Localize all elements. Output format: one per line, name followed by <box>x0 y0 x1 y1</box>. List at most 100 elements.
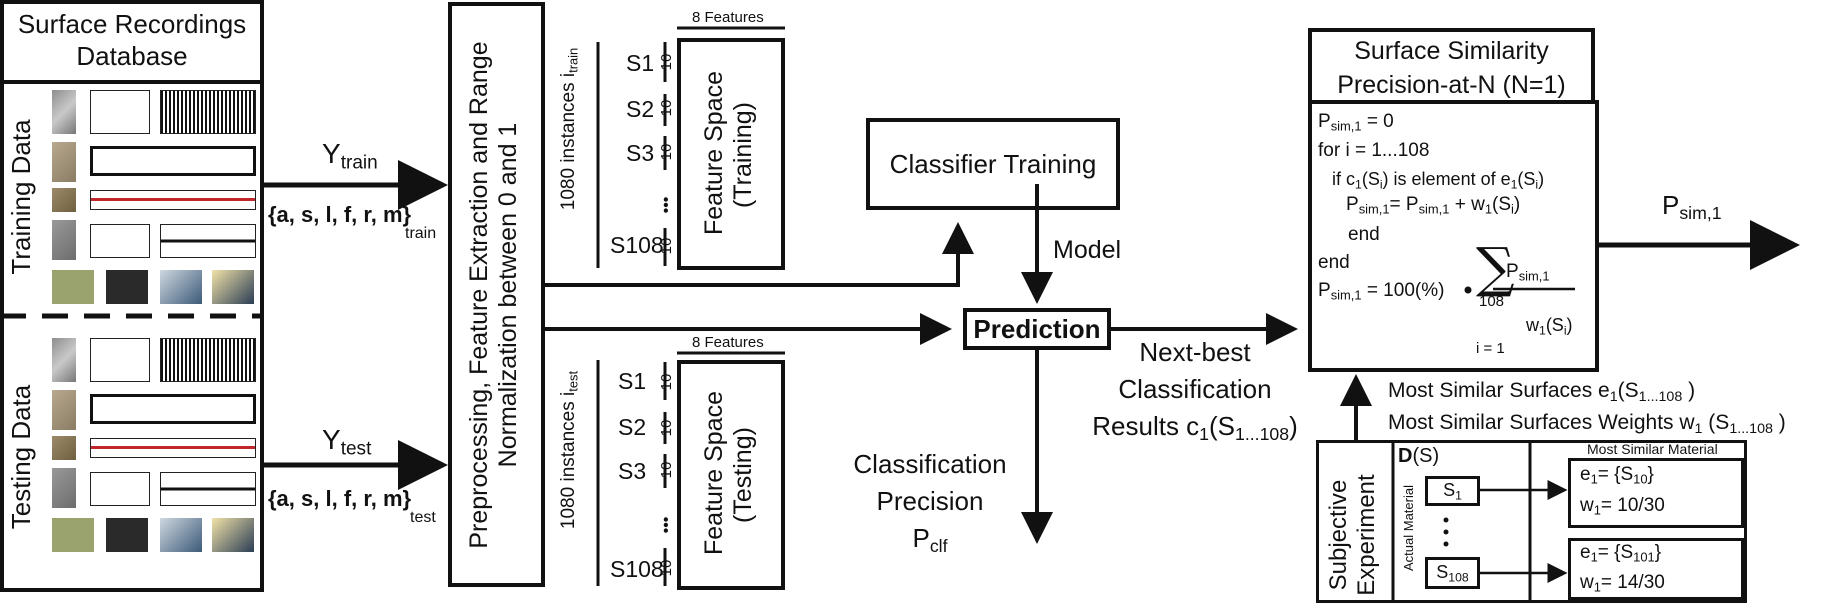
surface-image <box>52 390 76 430</box>
sum-term: w1(Si) <box>1526 315 1573 338</box>
sum-lower-limit: i = 1 <box>1476 340 1505 357</box>
most-similar-surfaces-label: Most Similar Surfaces e1(S1...108 ) <box>1388 379 1696 405</box>
ellipsis: ••• <box>658 196 675 214</box>
vertical-dots <box>1443 517 1449 547</box>
signal-plot <box>90 224 150 258</box>
subjective-experiment-table <box>1316 440 1747 603</box>
train-modalities: {a, s, l, f, r, m} <box>268 202 412 227</box>
surface-s1: S1 <box>626 50 655 76</box>
algorithm-line-if: if c1(Si) is element of e1(Si) <box>1332 169 1545 192</box>
actual-surface-s108 <box>1425 557 1480 589</box>
row108-e1: e1= {S101} <box>1580 542 1662 565</box>
database-panel <box>0 0 264 592</box>
classifier-training-label: Classifier Training <box>889 149 1097 179</box>
count-10: 10 <box>658 373 675 391</box>
preprocessing-box <box>448 2 545 587</box>
material-photo <box>52 518 94 552</box>
similarity-algorithm-box <box>1308 100 1599 372</box>
surface-image <box>52 220 76 260</box>
surface-s108: S108 <box>610 232 664 258</box>
test-modalities: {a, s, l, f, r, m} <box>268 486 412 511</box>
fraction-numerator: Psim,1 <box>1506 261 1550 284</box>
row1-w1: w1= 10/30 <box>1580 495 1665 518</box>
surface-image <box>52 338 76 382</box>
count-10: 10 <box>658 53 675 71</box>
ellipsis: ••• <box>658 516 675 534</box>
material-photo <box>212 518 254 552</box>
d-of-s-label: D(S) <box>1398 445 1440 467</box>
material-photo <box>106 270 148 304</box>
feature-space-training-box <box>677 38 785 270</box>
count-10: 10 <box>658 143 675 161</box>
count-10: 10 <box>658 237 675 255</box>
signal-plot <box>160 338 256 382</box>
row1-e1: e1= {S10} <box>1580 464 1654 487</box>
y-test-label: Ytest <box>322 424 372 460</box>
classifier-training-box <box>866 118 1120 210</box>
testing-instances-label: 1080 instances itest <box>558 370 581 530</box>
feature-space-testing-box <box>677 360 785 590</box>
testing-data-label: Testing Data <box>6 384 36 530</box>
output-psim: Psim,1 <box>1662 190 1722 223</box>
signal-plot <box>160 472 256 506</box>
surface-image <box>52 436 76 460</box>
most-similar-weights-label: Most Similar Surfaces Weights w1 (S1...1… <box>1388 411 1786 437</box>
training-data-label: Training Data <box>6 119 36 275</box>
algorithm-line-init: Psim,1 = 0 <box>1318 111 1394 134</box>
most-similar-row-108 <box>1568 538 1744 600</box>
testing-features-label: 8 Features <box>692 334 764 351</box>
arrow-to-classifier-training <box>545 222 974 287</box>
algorithm-line-for: for i = 1...108 <box>1318 140 1430 161</box>
surface-image <box>52 142 76 182</box>
signal-plot <box>90 472 150 506</box>
signal-plot <box>160 90 256 134</box>
count-10: 10 <box>658 419 675 437</box>
algorithm-line-result: Psim,1 = 100(%) <box>1318 280 1445 303</box>
actual-material-label: Actual Material <box>1401 485 1416 571</box>
model-label: Model <box>1053 236 1122 264</box>
row108-w1: w1= 14/30 <box>1580 572 1665 595</box>
training-instances-label: 1080 instances itrain <box>558 47 581 211</box>
preprocessing-label: Preprocessing, Feature Extraction and Ra… <box>465 41 522 549</box>
material-photo <box>160 270 202 304</box>
surface-image <box>52 90 76 134</box>
surface-image <box>52 188 76 212</box>
actual-surface-s1-label: S1 <box>1443 480 1462 503</box>
y-train-label: Ytrain <box>322 138 378 174</box>
surface-s1: S1 <box>618 368 647 394</box>
next-best-results-label: Next-best Classification Results c1(S1..… <box>1092 337 1298 444</box>
algorithm-line-end-for: end <box>1318 252 1350 273</box>
material-photo <box>52 270 94 304</box>
prediction-label: Prediction <box>973 314 1101 344</box>
signal-plot <box>160 224 256 258</box>
test-modalities-sub: test <box>410 509 436 526</box>
algorithm-line-end-if: end <box>1348 224 1380 245</box>
classification-precision-label: Classification Precision Pclf <box>853 449 1007 556</box>
surface-s2: S2 <box>618 414 647 440</box>
count-10: 10 <box>658 559 675 577</box>
surface-s2: S2 <box>626 96 655 122</box>
signal-plot <box>90 338 150 382</box>
surface-image <box>52 468 76 508</box>
signal-plot <box>90 438 256 458</box>
surface-s3: S3 <box>618 458 647 484</box>
signal-plot <box>90 394 256 424</box>
database-title-box <box>0 0 264 84</box>
prediction-box <box>963 308 1111 350</box>
signal-plot <box>90 190 256 210</box>
surface-s3: S3 <box>626 140 655 166</box>
sigma-symbol: ∑ <box>1476 236 1515 299</box>
surface-s108: S108 <box>610 556 664 582</box>
material-photo <box>106 518 148 552</box>
training-features-label: 8 Features <box>692 9 764 26</box>
material-photo <box>212 270 254 304</box>
most-similar-row-1 <box>1568 458 1744 528</box>
most-similar-material-label: Most Similar Material <box>1587 441 1718 457</box>
count-10: 10 <box>658 461 675 479</box>
algorithm-line-update: Psim,1= Psim,1 + w1(Si) <box>1346 194 1521 217</box>
feature-space-testing-label: Feature Space(Testing) <box>700 391 757 555</box>
